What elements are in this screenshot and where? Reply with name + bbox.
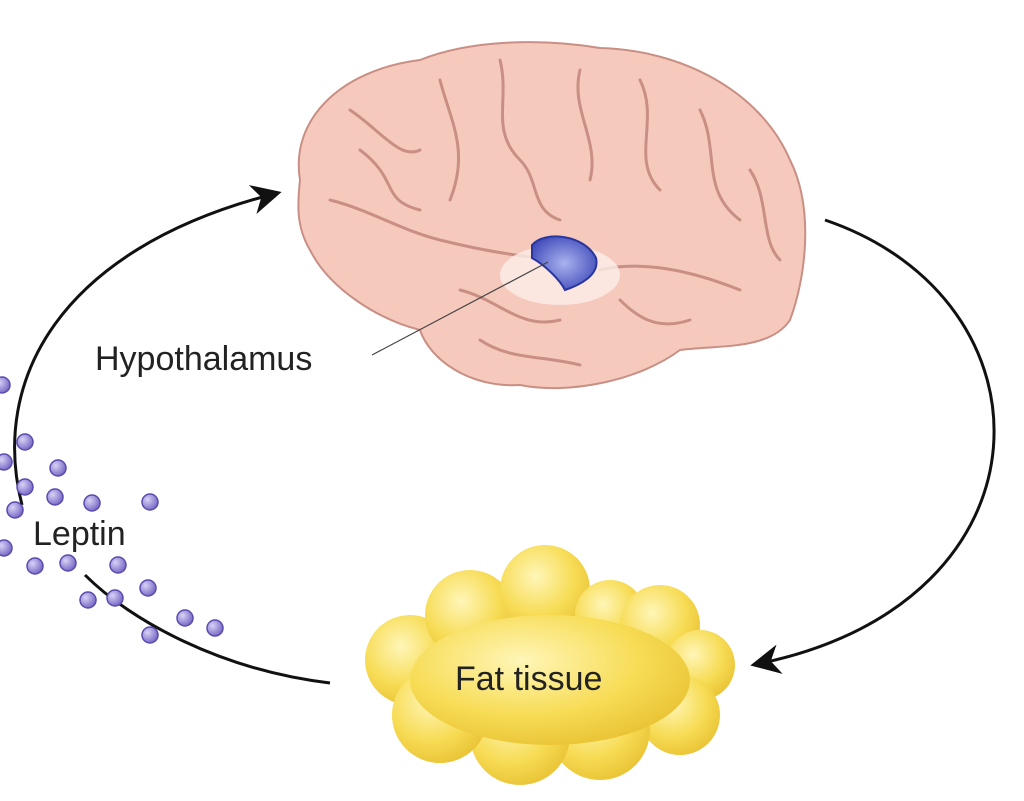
leptin-molecule-dot	[0, 376, 11, 394]
leptin-label: Leptin	[33, 515, 126, 553]
leptin-molecule-dot	[0, 539, 13, 557]
leptin-molecule-dot	[49, 459, 67, 477]
leptin-molecule-dot	[79, 591, 97, 609]
leptin-molecule-dot	[83, 494, 101, 512]
hypothalamus-label: Hypothalamus	[95, 340, 312, 378]
leptin-molecule-dot	[6, 501, 24, 519]
arrow-fat-to-leptin	[83, 573, 331, 685]
leptin-molecule-dot	[16, 478, 34, 496]
leptin-molecule-dot	[16, 433, 34, 451]
fat-tissue-label: Fat tissue	[455, 660, 602, 698]
leptin-molecule-dot	[106, 589, 124, 607]
leptin-molecule-dot	[0, 453, 13, 471]
brain-illustration	[297, 41, 807, 390]
arrow-brain-to-fat	[750, 218, 996, 674]
leptin-molecule-dot	[141, 626, 159, 644]
leptin-molecule-dot	[109, 556, 127, 574]
leptin-molecule-dot	[26, 557, 44, 575]
leptin-molecule-dot	[176, 609, 194, 627]
hypothalamus-leader-line	[371, 261, 549, 356]
leptin-molecules	[0, 376, 224, 644]
arrow-leptin-to-brain	[13, 185, 282, 506]
leptin-molecule-dot	[59, 554, 77, 572]
fat-tissue-illustration	[365, 545, 735, 785]
hypothalamus-region	[531, 235, 598, 292]
leptin-molecule-dot	[141, 493, 159, 511]
leptin-molecule-dot	[46, 488, 64, 506]
leptin-molecule-dot	[139, 579, 157, 597]
leptin-molecule-dot	[206, 619, 224, 637]
